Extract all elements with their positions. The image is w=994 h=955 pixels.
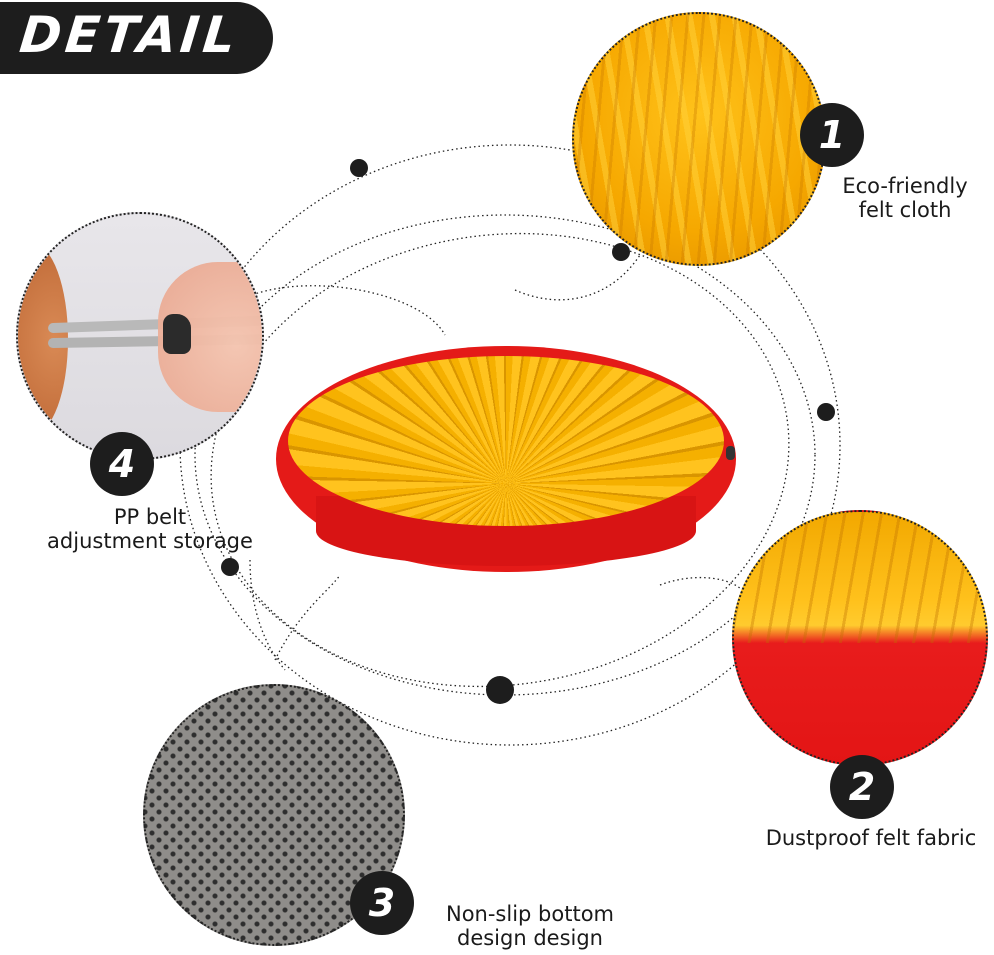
snuffle-mat-product	[276, 346, 736, 572]
dustproof-fabric-photo	[732, 510, 988, 766]
cord-lock-icon	[726, 446, 735, 460]
feature-label-eco-friendly: Eco-friendly felt cloth	[830, 174, 980, 222]
label-line: Eco-friendly	[842, 174, 968, 198]
eco-felt-photo	[572, 12, 826, 266]
pp-belt-photo	[16, 212, 264, 460]
feature-label-dustproof: Dustproof felt fabric	[748, 826, 994, 850]
label-line: Dustproof felt fabric	[765, 826, 977, 850]
label-line: design design	[456, 926, 603, 950]
feature-label-non-slip: Non-slip bottom design design	[420, 902, 640, 950]
felt-strips	[288, 356, 724, 526]
label-line: PP belt	[113, 505, 187, 529]
label-line: Non-slip bottom	[445, 902, 614, 926]
feature-label-pp-belt: PP belt adjustment storage	[30, 505, 270, 553]
feature-number-badge: 4	[90, 432, 154, 496]
feature-number-badge: 2	[830, 755, 894, 819]
detail-title-banner: DETAIL	[0, 2, 273, 74]
feature-number-badge: 1	[800, 103, 864, 167]
felt-flaps-texture	[734, 512, 986, 644]
cord-lock-toggle	[163, 314, 191, 354]
label-line: adjustment storage	[47, 529, 253, 553]
label-line: felt cloth	[858, 198, 952, 222]
feature-number-badge: 3	[350, 871, 414, 935]
